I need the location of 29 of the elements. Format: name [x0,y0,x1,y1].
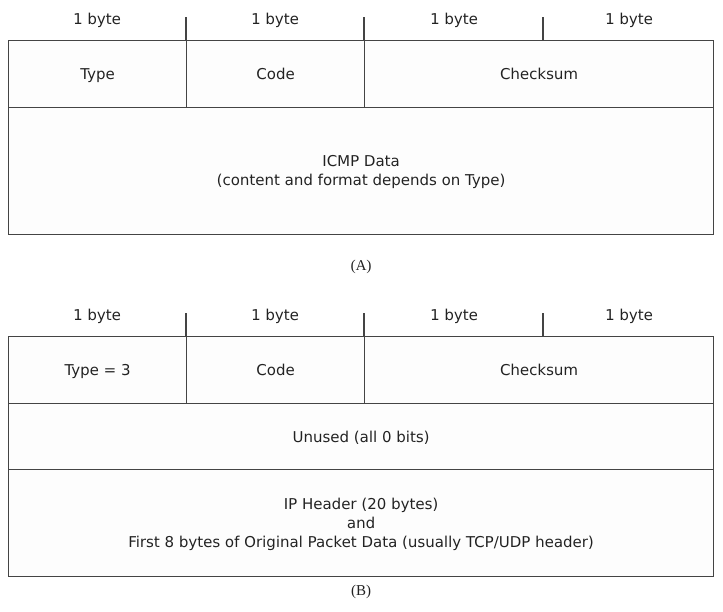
byte-width-label: 1 byte [430,10,478,28]
type-field [8,40,187,109]
byte-width-label: 1 byte [73,10,121,28]
data-field [8,107,714,235]
checksum-field [364,336,714,405]
field-label: Checksum [500,361,578,380]
byte-width-label: 1 byte [73,306,121,324]
field-label: Unused (all 0 bits) [292,428,430,446]
byte-width-label: 1 byte [251,10,299,28]
field-label: IP Header (20 bytes) [284,494,438,514]
field-label: Code [256,65,295,84]
field-label: and [346,514,376,532]
field-label: ICMP Data [322,152,400,171]
field-label: Code [256,361,295,380]
panel-caption: (B) [351,583,371,599]
panel-caption: (A) [350,258,372,274]
field-label: Type [80,65,115,84]
checksum-field [364,40,714,109]
unused-field [8,403,714,471]
data-field [8,469,714,577]
byte-width-label: 1 byte [430,306,478,324]
field-label: Checksum [500,65,578,84]
byte-width-label: 1 byte [605,306,653,324]
field-label: First 8 bytes of Original Packet Data (usually TCP/UDP header) [128,532,594,552]
field-label: Type = 3 [64,361,131,380]
byte-width-label: 1 byte [251,306,299,324]
type-field [8,336,187,405]
field-label: (content and format depends on Type) [216,171,506,190]
byte-width-label: 1 byte [605,10,653,28]
